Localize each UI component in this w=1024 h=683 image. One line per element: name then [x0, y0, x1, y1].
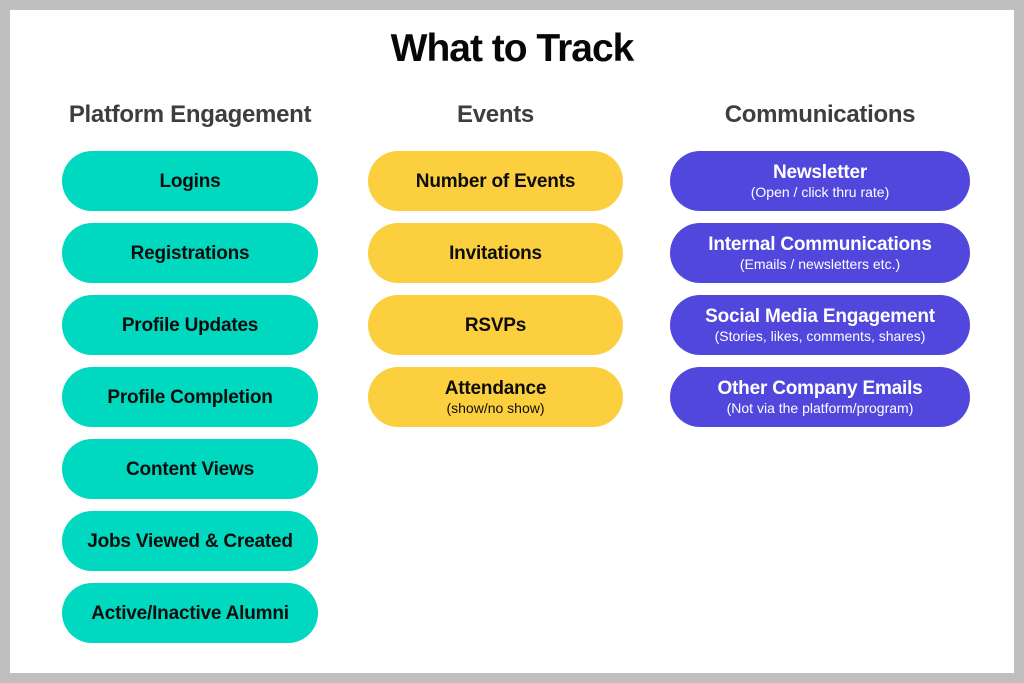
- pill-list: Number of Events Invitations RSVPs Atten…: [368, 151, 623, 427]
- columns-container: Platform Engagement Logins Registrations…: [62, 72, 1014, 643]
- pill: Other Company Emails (Not via the platfo…: [670, 367, 970, 427]
- pill: Profile Completion: [62, 367, 318, 427]
- pill: RSVPs: [368, 295, 623, 355]
- pill: Profile Updates: [62, 295, 318, 355]
- pill: Social Media Engagement (Stories, likes,…: [670, 295, 970, 355]
- pill-label: Internal Communications: [708, 234, 932, 255]
- pill-label: RSVPs: [464, 314, 527, 336]
- pill: Internal Communications (Emails / newsle…: [670, 223, 970, 283]
- page-title: What to Track: [390, 27, 635, 70]
- pill-sublabel: (Emails / newsletters etc.): [739, 256, 901, 272]
- pill: Attendance (show/no show): [368, 367, 623, 427]
- pill: Number of Events: [368, 151, 623, 211]
- pill: Logins: [62, 151, 318, 211]
- pill: Registrations: [62, 223, 318, 283]
- pill: Content Views: [62, 439, 318, 499]
- column-header-communications: Communications: [724, 101, 916, 128]
- pill-label: Logins: [159, 170, 221, 192]
- pill: Jobs Viewed & Created: [62, 511, 318, 571]
- pill-label: Newsletter: [772, 162, 868, 183]
- pill: Newsletter (Open / click thru rate): [670, 151, 970, 211]
- pill-label: Jobs Viewed & Created: [87, 530, 293, 552]
- pill-sublabel: (Stories, likes, comments, shares): [714, 328, 926, 344]
- pill-label: Active/Inactive Alumni: [91, 602, 289, 624]
- pill: Invitations: [368, 223, 623, 283]
- pill-label: Profile Completion: [107, 386, 273, 408]
- column-header-events: Events: [457, 101, 534, 128]
- pill-label: Number of Events: [415, 170, 576, 192]
- pill-sublabel: (Not via the platform/program): [726, 400, 914, 416]
- column-platform-engagement: Platform Engagement Logins Registrations…: [62, 72, 318, 643]
- pill-label: Invitations: [449, 242, 542, 264]
- pill-label: Other Company Emails: [717, 378, 923, 399]
- pill-label: Social Media Engagement: [705, 306, 935, 327]
- pill-label: Content Views: [126, 458, 254, 480]
- column-events: Events Number of Events Invitations RSVP…: [368, 72, 623, 643]
- pill-label: Attendance: [444, 378, 547, 399]
- pill: Active/Inactive Alumni: [62, 583, 318, 643]
- pill-label: Profile Updates: [121, 314, 259, 336]
- column-communications: Communications Newsletter (Open / click …: [670, 72, 970, 643]
- pill-list: Logins Registrations Profile Updates Pro…: [62, 151, 318, 643]
- pill-list: Newsletter (Open / click thru rate) Inte…: [670, 151, 970, 427]
- pill-sublabel: (Open / click thru rate): [750, 184, 890, 200]
- pill-label: Registrations: [130, 242, 250, 264]
- pill-sublabel: (show/no show): [446, 400, 545, 416]
- column-header-platform-engagement: Platform Engagement: [68, 101, 312, 128]
